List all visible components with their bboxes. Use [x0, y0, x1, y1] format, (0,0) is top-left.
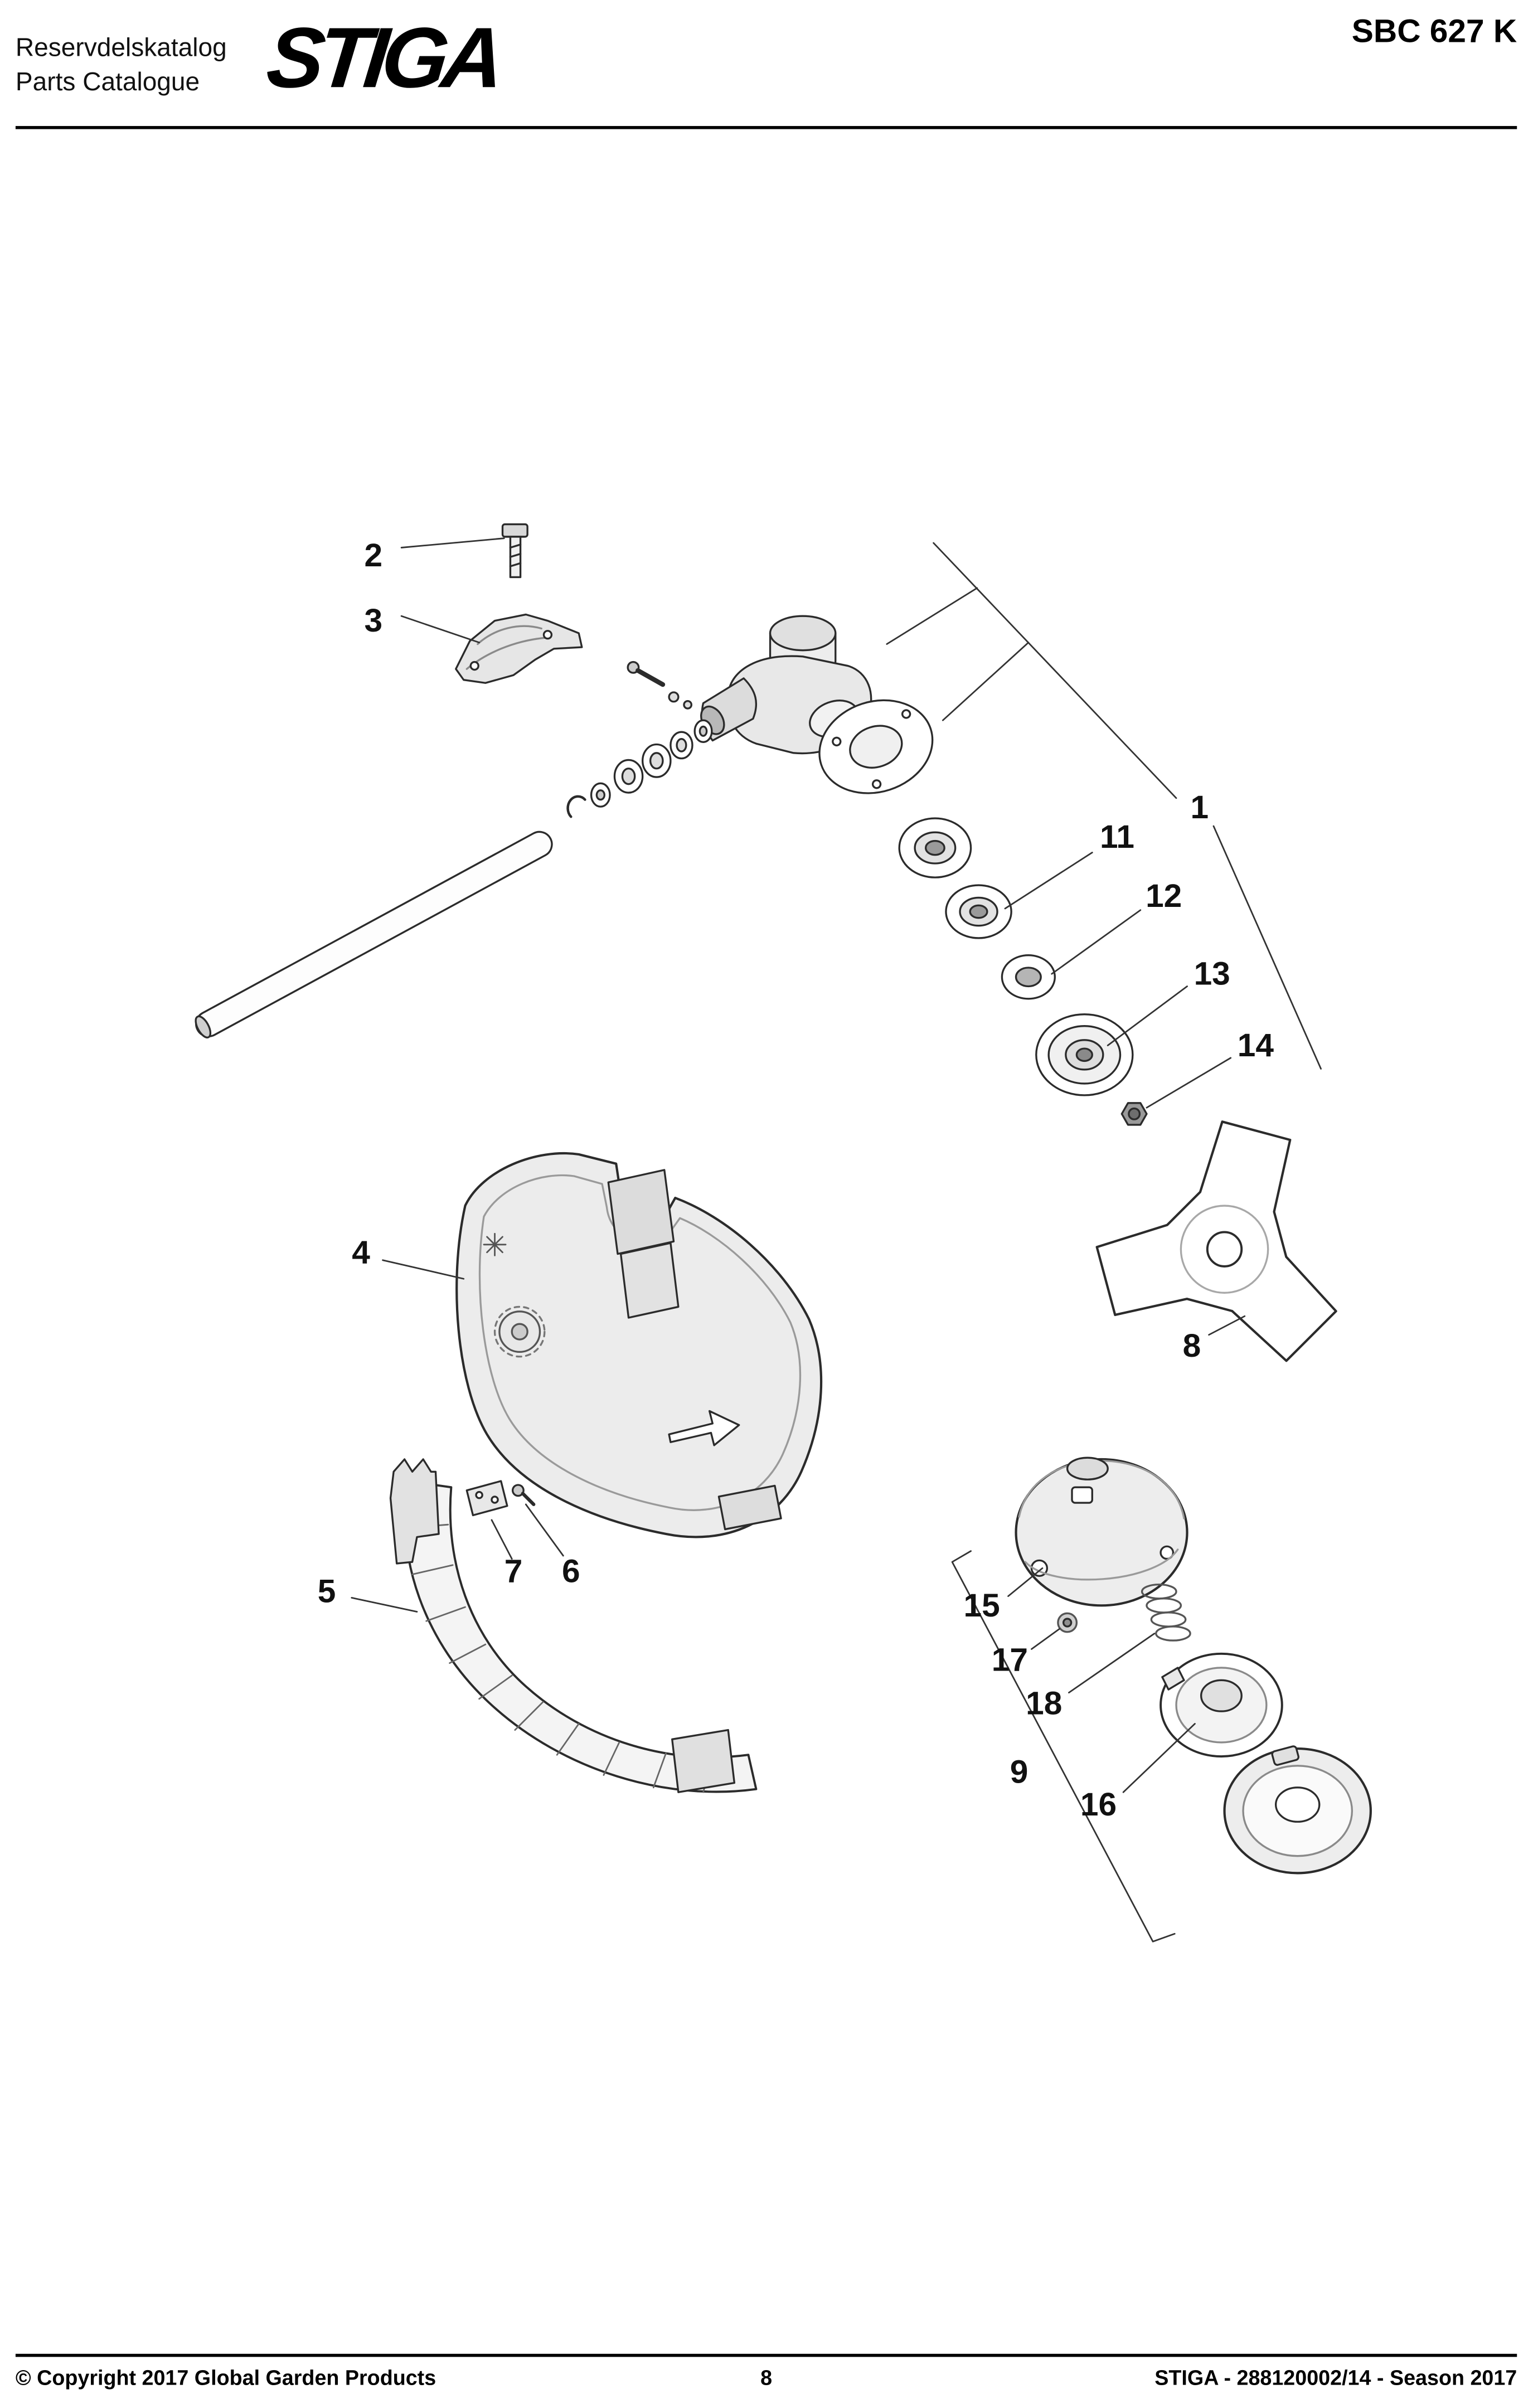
callout-14: 14	[1238, 1027, 1274, 1064]
callout-4: 4	[352, 1234, 370, 1270]
callout-12: 12	[1146, 878, 1182, 914]
callout-13: 13	[1194, 956, 1230, 992]
shaft-tube-part	[195, 831, 553, 1038]
spring-part	[1141, 1583, 1191, 1642]
guard-part	[455, 1152, 823, 1538]
copyright-text: © Copyright 2017 Global Garden Products	[15, 2366, 436, 2390]
spool-cap-part	[1223, 1745, 1372, 1875]
blade-part	[1095, 1120, 1337, 1362]
guard-extension-part	[389, 1458, 758, 1793]
callout-5: 5	[318, 1574, 336, 1610]
callout-17: 17	[992, 1642, 1028, 1678]
callout-15: 15	[964, 1587, 1000, 1624]
catalog-title-sv: Reservdelskatalog	[15, 34, 227, 62]
leader-lines	[351, 537, 1246, 1793]
bolt-part	[501, 523, 528, 579]
bearing-stack-parts	[898, 817, 1148, 1126]
assembly-bracket-9	[951, 1550, 1176, 1943]
spool-part	[1160, 1652, 1283, 1758]
footer-divider	[15, 2353, 1517, 2357]
callout-16: 16	[1080, 1786, 1117, 1823]
flange-plate-part	[818, 699, 934, 794]
gear-head-part	[627, 615, 872, 755]
page-number: 8	[760, 2366, 773, 2390]
callout-2: 2	[365, 537, 383, 574]
clamp-bracket-part	[455, 613, 583, 684]
washer-stack-parts	[566, 719, 713, 818]
callout-1: 1	[1191, 789, 1209, 826]
callout-6: 6	[562, 1553, 580, 1589]
page-footer: © Copyright 2017 Global Garden Products …	[16, 2366, 1517, 2390]
header-divider	[15, 126, 1517, 129]
callout-3: 3	[365, 603, 383, 639]
knob-part	[1057, 1612, 1078, 1633]
screw-and-plate-parts	[465, 1480, 536, 1517]
trimmer-head-part	[1015, 1457, 1188, 1607]
callout-18: 18	[1026, 1686, 1062, 1722]
callout-11: 11	[1100, 819, 1134, 855]
catalog-title-en: Parts Catalogue	[15, 68, 200, 97]
callout-7: 7	[504, 1553, 523, 1589]
callout-8: 8	[1183, 1328, 1201, 1364]
callout-9: 9	[1010, 1754, 1029, 1790]
assembly-bracket-1	[886, 542, 1322, 1070]
catalog-titles: Reservdelskatalog Parts Catalogue	[16, 31, 227, 100]
document-reference: STIGA - 288120002/14 - Season 2017	[1154, 2366, 1517, 2390]
model-code: SBC 627 K	[1351, 14, 1517, 50]
